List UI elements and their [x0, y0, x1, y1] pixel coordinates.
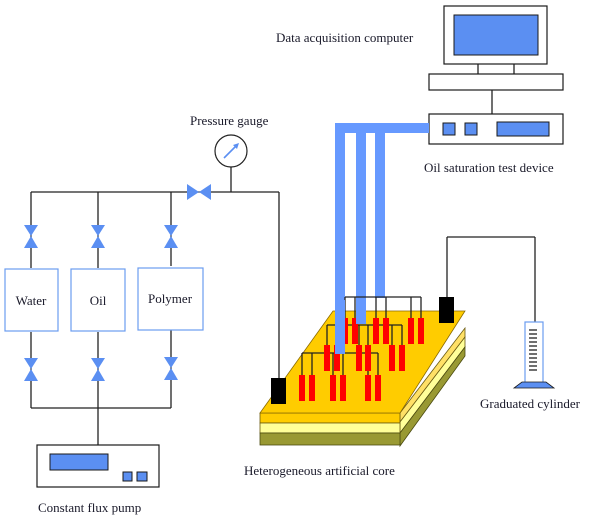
pump-button-2	[136, 471, 148, 482]
computer-base	[428, 73, 564, 91]
core-label: Heterogeneous artificial core	[244, 463, 395, 478]
pump-button-1	[122, 471, 133, 482]
valve-oil-bottom	[91, 358, 105, 381]
tank-polymer-label: Polymer	[148, 291, 193, 306]
cylinder-label: Graduated cylinder	[480, 396, 581, 411]
valve-water-bottom	[24, 358, 38, 381]
monitor-screen	[453, 14, 539, 56]
artificial-core	[259, 310, 466, 448]
graduated-cylinder	[512, 321, 556, 389]
tank-polymer: Polymer	[137, 267, 204, 331]
tube-1	[335, 123, 345, 354]
signal-tubes-front	[335, 300, 366, 354]
pressure-gauge-label: Pressure gauge	[190, 113, 269, 128]
valve-water-top	[24, 225, 38, 248]
pump-display	[49, 453, 109, 471]
pressure-gauge	[214, 134, 248, 192]
computer-label: Data acquisition computer	[276, 30, 414, 45]
signal-tubes	[335, 123, 429, 354]
tube-2	[356, 123, 366, 324]
core-outlet-port	[439, 297, 454, 323]
tube-3	[375, 123, 385, 298]
valve-oil-top	[91, 225, 105, 248]
core-layer-bottom	[259, 432, 401, 446]
main-valve	[187, 184, 211, 200]
pump-label: Constant flux pump	[38, 500, 141, 515]
test-device-indicator-1	[442, 122, 456, 136]
test-device-display	[496, 121, 550, 137]
oil-saturation-test-device	[428, 113, 564, 145]
core-layer-top	[259, 412, 401, 424]
tank-oil: Oil	[70, 268, 126, 332]
tank-water: Water	[4, 268, 59, 332]
constant-flux-pump	[36, 444, 160, 488]
test-device-indicator-2	[464, 122, 478, 136]
valve-polymer-top	[164, 225, 178, 248]
test-device-label: Oil saturation test device	[424, 160, 554, 175]
core-inlet-port	[271, 378, 286, 404]
gauge-needle-icon	[233, 143, 239, 149]
data-acquisition-computer	[428, 5, 564, 114]
tank-water-label: Water	[16, 293, 47, 308]
tank-oil-label: Oil	[90, 293, 107, 308]
valve-polymer-bottom	[164, 357, 178, 380]
cylinder-base	[512, 381, 556, 389]
resistivity-probes	[299, 318, 424, 401]
core-layer-middle	[259, 422, 401, 434]
outlet-line	[446, 236, 536, 322]
